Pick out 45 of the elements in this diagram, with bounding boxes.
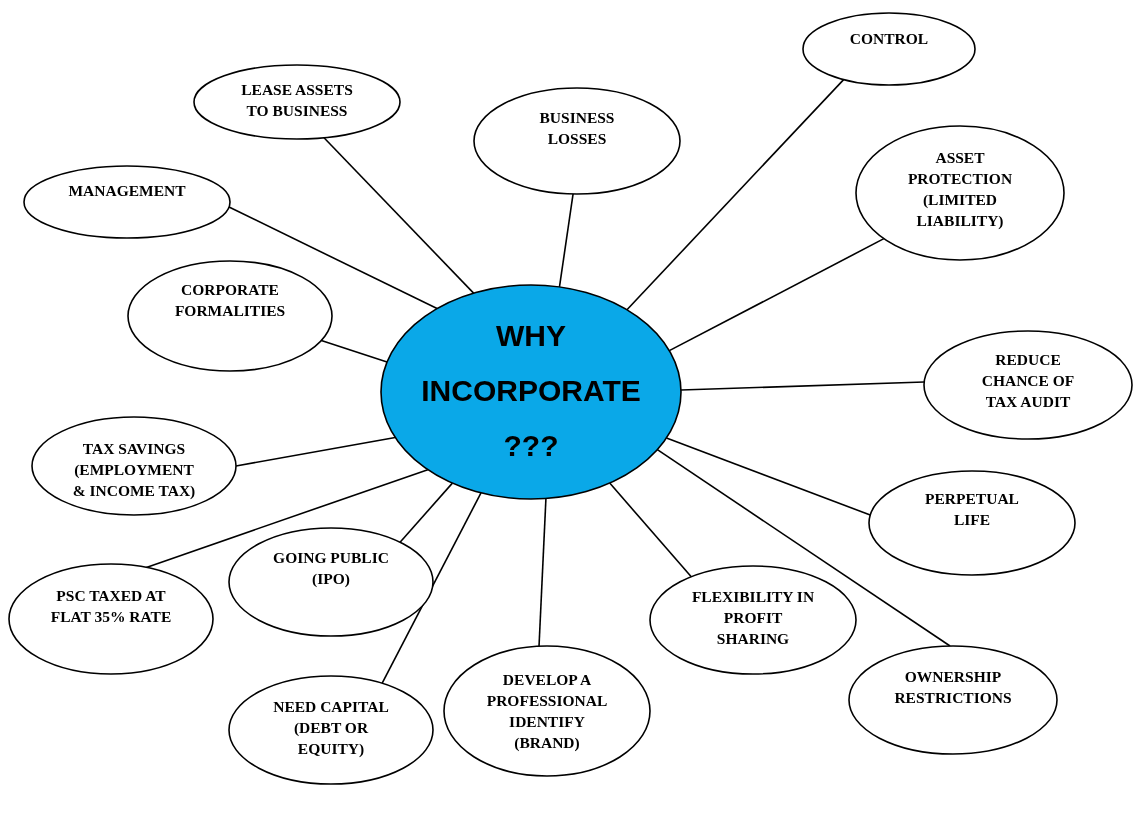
reason-ellipse <box>443 645 651 777</box>
reason-ellipse <box>923 330 1133 440</box>
reason-ellipse <box>473 87 681 195</box>
connector-line <box>668 237 885 352</box>
connector-line <box>538 497 547 647</box>
reason-ellipse <box>127 260 333 372</box>
central-question: WHY INCORPORATE ??? <box>420 317 642 464</box>
connector-line <box>608 482 693 578</box>
reason-label: REDUCE CHANCE OF TAX AUDIT <box>980 349 1076 412</box>
reason-label: OWNERSHIP RESTRICTIONS <box>893 667 1013 708</box>
reason-ellipse <box>848 645 1058 755</box>
reason-label: PSC TAXED AT FLAT 35% RATE <box>49 586 173 627</box>
reason-ellipse <box>868 470 1076 576</box>
reason-ellipse <box>193 64 401 140</box>
connector-line <box>665 437 871 516</box>
reason-label: BUSINESS LOSSES <box>538 108 616 149</box>
reason-label: MANAGEMENT <box>67 180 187 201</box>
connector-line <box>381 492 482 685</box>
reason-ellipse <box>855 125 1065 261</box>
connector-line <box>228 206 438 310</box>
reason-label: PERPETUAL LIFE <box>924 489 1020 530</box>
connector-line <box>558 193 574 288</box>
connector-line <box>399 482 454 544</box>
reason-label: FLEXIBILITY IN PROFIT SHARING <box>690 586 816 649</box>
connector-line <box>145 468 429 569</box>
reason-ellipse <box>228 527 434 637</box>
reason-ellipse <box>802 12 976 86</box>
reason-label: NEED CAPITAL (DEBT OR EQUITY) <box>272 696 390 759</box>
reason-ellipse <box>649 565 857 675</box>
reason-label: CONTROL <box>848 28 930 49</box>
reason-label: ASSET PROTECTION (LIMITED LIABILITY) <box>906 148 1014 231</box>
reason-label: GOING PUBLIC (IPO) <box>272 548 390 589</box>
reason-label: CORPORATE FORMALITIES <box>173 280 287 321</box>
reason-ellipse <box>31 416 237 516</box>
central-ellipse <box>380 284 682 500</box>
reason-ellipse <box>23 165 231 239</box>
reason-ellipse <box>228 675 434 785</box>
connector-line <box>626 78 845 311</box>
reason-label: LEASE ASSETS TO BUSINESS <box>240 80 354 121</box>
reason-label: TAX SAVINGS (EMPLOYMENT & INCOME TAX) <box>71 438 197 501</box>
reason-label: DEVELOP A PROFESSIONAL IDENTIFY (BRAND) <box>485 670 609 753</box>
connector-line <box>323 136 475 294</box>
connector-line <box>320 339 388 363</box>
reason-ellipse <box>8 563 214 675</box>
connector-line <box>656 448 951 647</box>
